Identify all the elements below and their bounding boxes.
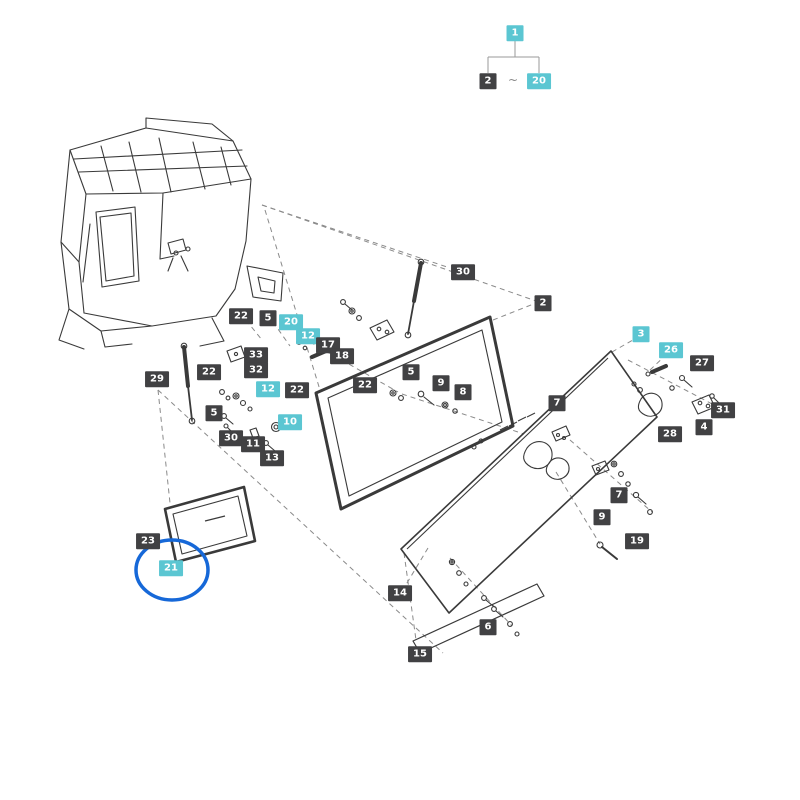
part-badge-12: 12 [296,328,320,344]
part-badge-6: 6 [479,619,497,635]
door-glass-drawing [400,350,658,614]
legend-badge-20: 20 [527,73,551,89]
part-badge-28: 28 [658,426,682,442]
part-badge-22: 22 [285,382,309,398]
part-badge-5: 5 [205,405,223,421]
window-frame-drawing [314,315,515,511]
part-badge-30: 30 [219,430,243,446]
part-badge-14: 14 [388,585,412,601]
part-badge-20: 20 [279,314,303,330]
part-badge-10: 10 [278,414,302,430]
part-badge-22: 22 [353,377,377,393]
part-badge-27: 27 [690,355,714,371]
part-badge-9: 9 [432,375,450,391]
part-badge-21: 21 [159,560,183,576]
part-badge-32: 32 [244,362,268,378]
hardware-parts-drawing [219,299,721,637]
leader-lines [157,204,717,654]
legend-badge-1: 1 [506,25,524,41]
part-badge-26: 26 [659,342,683,358]
part-badge-4: 4 [695,419,713,435]
legend-tilde: ~ [507,73,519,87]
part-badge-2: 2 [534,295,552,311]
part-badge-33: 33 [244,347,268,363]
legend-badge-2: 2 [479,73,497,89]
highlight-circle [134,538,210,602]
cab-frame-drawing [58,117,284,350]
part-badge-29: 29 [145,371,169,387]
part-badge-8: 8 [454,384,472,400]
part-badge-23: 23 [136,533,160,549]
part-badge-3: 3 [632,326,650,342]
part-badge-5: 5 [402,364,420,380]
part-badge-18: 18 [330,348,354,364]
part-badge-19: 19 [625,533,649,549]
part-badge-22: 22 [197,364,221,380]
part-badge-13: 13 [260,450,284,466]
part-badge-7: 7 [610,487,628,503]
gas-strut-drawings [180,258,425,425]
part-badge-11: 11 [241,436,265,452]
part-badge-22: 22 [229,308,253,324]
part-badge-9: 9 [593,509,611,525]
part-badge-7: 7 [548,395,566,411]
part-badge-31: 31 [711,402,735,418]
part-badge-30: 30 [451,264,475,280]
legend-tree-lines [487,41,540,73]
part-badge-5: 5 [259,310,277,326]
part-badge-15: 15 [408,646,432,662]
part-badge-12: 12 [256,381,280,397]
